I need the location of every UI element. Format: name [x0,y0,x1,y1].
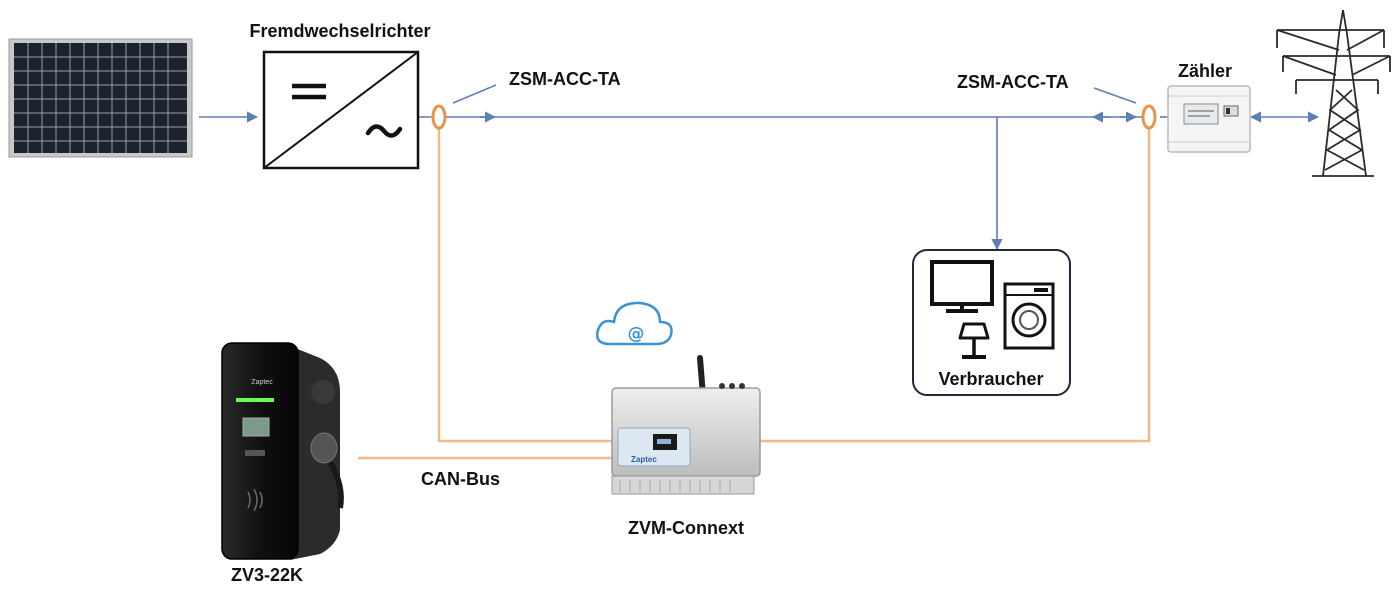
controller-brand: Zaptec [631,455,657,464]
wallbox-icon: Zaptec [221,342,344,560]
current-sensor-icon [431,84,497,130]
inverter-label: Fremdwechselrichter [249,21,430,41]
pylon-icon [1276,9,1391,177]
can-bus-label: CAN-Bus [421,469,500,489]
controller-icon: Zaptec [611,355,761,495]
consumers-label: Verbraucher [938,369,1043,389]
ac-lines [199,111,1320,251]
current-sensor-icon [1093,87,1157,130]
sensor-wiring [358,120,1151,460]
sensor-right-label: ZSM-ACC-TA [957,72,1069,92]
wallbox-label: ZV3-22K [231,565,303,585]
inverter-icon [262,50,420,170]
cloud-at-icon: @ [596,301,673,346]
meter-label: Zähler [1178,61,1232,81]
controller-label: ZVM-Connext [628,518,744,538]
washing-machine-icon [1003,282,1055,350]
monitor-icon [930,260,994,313]
lamp-icon [958,322,990,359]
sensor-left-label: ZSM-ACC-TA [509,69,621,89]
wallbox-brand: Zaptec [251,379,273,386]
solar-panel-icon [8,38,193,158]
svg-text:@: @ [628,324,645,344]
meter-icon [1167,85,1251,153]
